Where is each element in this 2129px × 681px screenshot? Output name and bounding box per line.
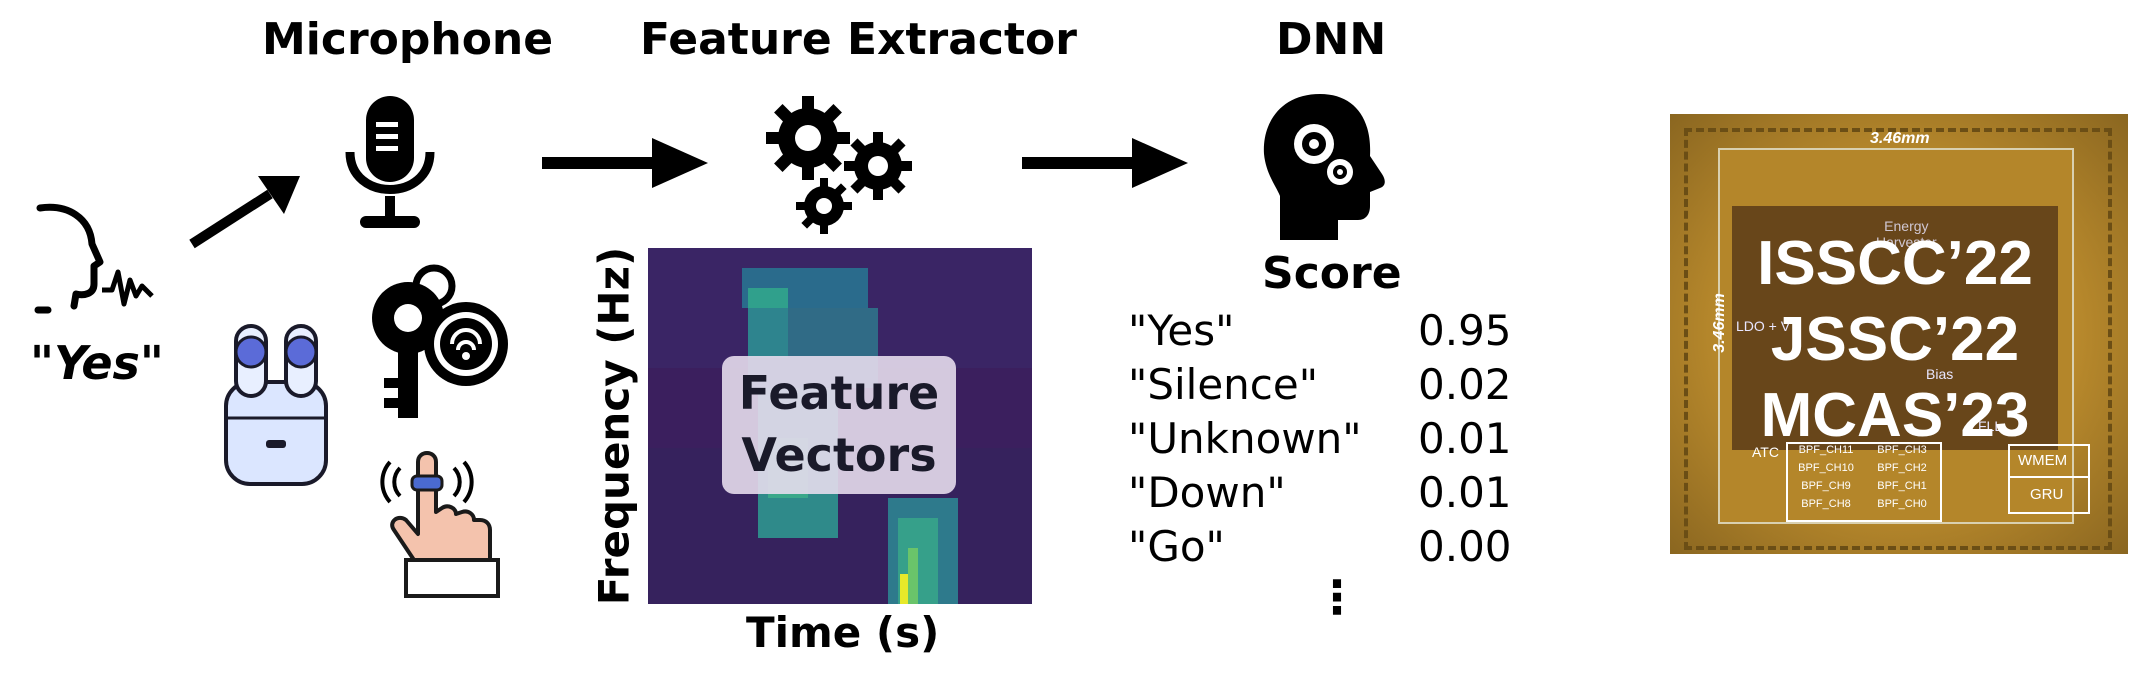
bpf-cell: BPF_CH2 xyxy=(1877,462,1927,474)
chip-block-ldo: LDO + V xyxy=(1736,318,1791,334)
microphone-title: Microphone xyxy=(262,14,554,65)
chip-die-photo: 3.46mm 3.46mm LDO + V Bias FLL ATC WMEM … xyxy=(1670,114,2128,554)
bpf-cell: BPF_CH10 xyxy=(1798,462,1854,474)
chip-bpf-grid: BPF_CH11 BPF_CH3 BPF_CH10 BPF_CH2 BPF_CH… xyxy=(1786,442,1942,522)
chip-venues: ISSCC’22 JSSC’22 MCAS’23 xyxy=(1732,226,2058,454)
overlay-line-1: Feature xyxy=(738,366,940,420)
chip-bondpad-ring xyxy=(1684,128,2112,550)
chip-dim-top: 3.46mm xyxy=(1870,130,1930,147)
feature-extractor-title: Feature Extractor xyxy=(640,14,1077,65)
chip-block-wmem-label: WMEM xyxy=(2018,452,2068,469)
score-label-silence: "Silence" xyxy=(1128,360,1319,409)
bpf-cell: BPF_CH3 xyxy=(1877,444,1927,456)
arrow-to-microphone xyxy=(189,176,300,249)
score-value-yes: 0.95 xyxy=(1418,306,1512,355)
score-label-go: "Go" xyxy=(1128,522,1225,571)
score-value-unknown: 0.01 xyxy=(1418,414,1512,463)
bpf-cell: BPF_CH9 xyxy=(1801,480,1851,492)
score-label-yes: "Yes" xyxy=(1128,306,1235,355)
score-value-down: 0.01 xyxy=(1418,468,1512,517)
spectrogram-xlabel: Time (s) xyxy=(746,608,940,657)
bpf-cell: BPF_CH8 xyxy=(1801,498,1851,510)
smart-ring-icon xyxy=(380,451,500,598)
venue-isscc: ISSCC’22 xyxy=(1757,229,2033,298)
speaking-head-icon xyxy=(34,203,154,314)
chip-block-gru: GRU xyxy=(2008,476,2090,514)
dnn-title: DNN xyxy=(1276,14,1387,65)
spectrogram-ylabel: Frequency (Hz) xyxy=(589,246,639,606)
chip-block-fll: FLL xyxy=(1978,418,2003,434)
score-value-go: 0.00 xyxy=(1418,522,1512,571)
score-label-unknown: "Unknown" xyxy=(1128,414,1362,463)
arrow-to-feature-extractor xyxy=(542,138,708,188)
score-ellipsis: ⋮ xyxy=(1314,570,1360,624)
overlay-line-2: Vectors xyxy=(741,428,937,482)
chip-block-energy: Energy Harvester xyxy=(1876,218,1937,250)
brain-head-icon xyxy=(1263,94,1385,240)
chip-block-bias: Bias xyxy=(1926,366,1954,382)
chip-block-atc: ATC xyxy=(1752,444,1779,460)
score-value-silence: 0.02 xyxy=(1418,360,1512,409)
earbuds-icon xyxy=(224,324,328,486)
chip-dim-side: 3.46mm xyxy=(1710,293,1728,353)
chip-block-gru-label: GRU xyxy=(2030,486,2064,503)
bpf-cell: BPF_CH1 xyxy=(1877,480,1927,492)
venue-jssc: JSSC’22 xyxy=(1770,305,2020,374)
key-fob-icon xyxy=(372,264,508,418)
gears-icon xyxy=(766,96,912,234)
venue-mcas: MCAS’23 xyxy=(1760,381,2030,450)
score-label-down: "Down" xyxy=(1128,468,1286,517)
bpf-cell: BPF_CH0 xyxy=(1877,498,1927,510)
arrow-to-dnn xyxy=(1022,138,1188,188)
speech-label: "Yes" xyxy=(30,336,164,390)
score-header: Score xyxy=(1262,248,1402,299)
feature-vectors-overlay xyxy=(722,356,956,494)
microphone-icon xyxy=(345,96,435,228)
chip-dark-band xyxy=(1732,206,2058,450)
bpf-cell: BPF_CH11 xyxy=(1798,444,1854,456)
feature-vectors-label: Feature Vectors xyxy=(722,362,956,486)
